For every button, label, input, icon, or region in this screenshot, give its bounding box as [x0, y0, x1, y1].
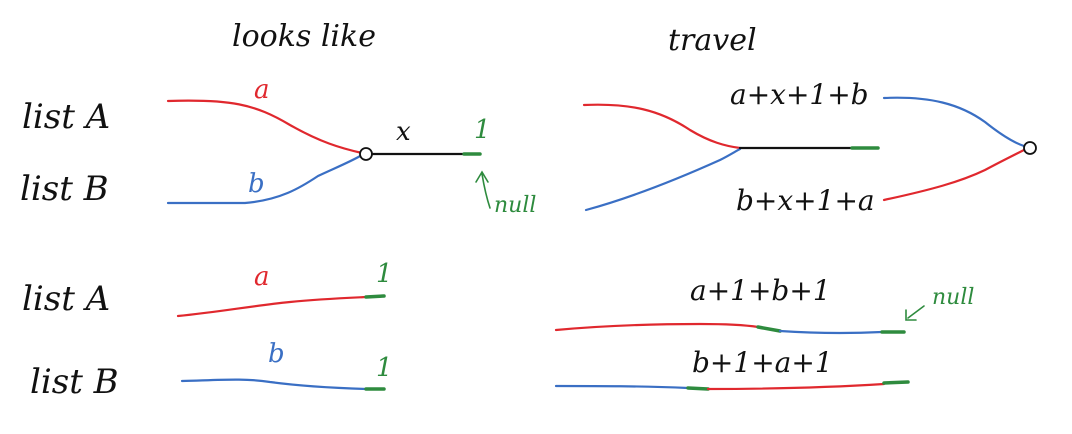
travel-path-a-label: a+x+1+b — [730, 78, 869, 111]
list-a-path — [166, 99, 364, 155]
label-list-a-top: list A — [22, 97, 110, 137]
travel-b-end — [882, 96, 1026, 148]
list-a-bottom-tail — [364, 294, 386, 299]
travel-a-start — [582, 103, 742, 150]
var-b-bottom: b — [268, 339, 285, 369]
null-arrow-bottom — [905, 305, 925, 321]
list-a-bottom-path — [176, 295, 368, 318]
list-b-bottom-path — [180, 378, 368, 391]
var-one-b-bottom: 1 — [376, 353, 393, 383]
travel-bottom-b-red — [706, 382, 886, 391]
travel-bottom-path-b-label: b+1+a+1 — [692, 346, 833, 379]
travel-bottom-b-tail2 — [882, 380, 910, 385]
header-looks-like: looks like — [232, 19, 376, 54]
null-arrow — [475, 170, 491, 209]
var-a: a — [254, 75, 270, 105]
travel-a-end — [882, 148, 1026, 202]
header-travel: travel — [668, 23, 757, 58]
travel-bottom-b-blue — [554, 384, 690, 390]
null-label-bottom: null — [932, 285, 974, 310]
travel-path-b-label: b+x+1+a — [736, 184, 875, 217]
var-x: x — [396, 117, 411, 147]
label-list-a-bottom: list A — [22, 279, 110, 319]
label-list-b-bottom: list B — [30, 362, 119, 402]
var-one: 1 — [474, 115, 491, 145]
list-b-path — [166, 153, 364, 205]
travel-meeting-node — [1023, 141, 1037, 155]
var-a-bottom: a — [254, 262, 270, 292]
travel-bottom-a-red — [554, 322, 760, 332]
null-label: null — [494, 193, 536, 218]
travel-bottom-path-a-label: a+1+b+1 — [690, 274, 831, 307]
var-b: b — [248, 169, 265, 199]
travel-b-start — [584, 147, 742, 212]
label-list-b-top: list B — [20, 169, 109, 209]
var-one-a-bottom: 1 — [376, 259, 393, 289]
travel-bottom-a-blue — [778, 329, 884, 335]
intersection-node — [359, 147, 373, 161]
travel-bottom-a-tail1 — [756, 325, 782, 333]
travel-bottom-b-tail1 — [686, 386, 710, 391]
